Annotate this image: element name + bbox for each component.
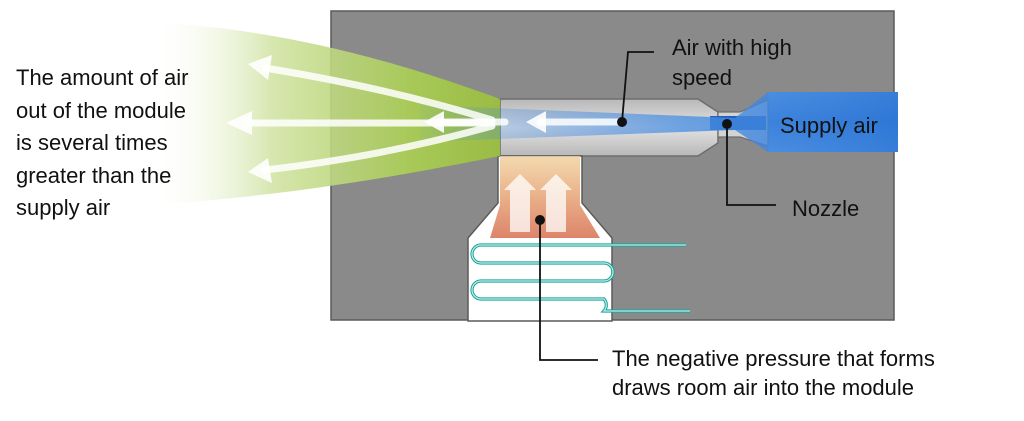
callout-high-speed	[621, 51, 654, 123]
callout-dot-high-speed	[617, 117, 627, 127]
outflow-arrow	[261, 122, 496, 174]
induced-air-arrow	[504, 174, 536, 232]
callout-nozzle	[726, 124, 776, 206]
supply-air-label: Supply air	[780, 113, 878, 138]
heat-exchanger-coil-inner	[471, 244, 690, 312]
outflow-arrowhead	[248, 55, 272, 80]
outflow-arrows	[244, 64, 624, 174]
negative-pressure-label: The negative pressure that forms draws r…	[612, 346, 935, 400]
outflow-arrow	[261, 64, 496, 124]
outflow-arrowhead	[526, 111, 546, 133]
high-speed-jet	[420, 92, 898, 152]
induced-air-arrows	[504, 174, 572, 232]
callout-lines	[539, 51, 776, 361]
induced-air-arrow	[540, 174, 572, 232]
callout-dot-negative-pressure	[535, 215, 545, 225]
nozzle-label: Nozzle	[792, 196, 860, 221]
outflow-arrowheads	[226, 55, 546, 183]
callout-dots	[535, 117, 732, 225]
high-speed-label: Air with high speed	[672, 35, 792, 90]
callout-negative-pressure	[539, 220, 598, 361]
outflow-arrowhead	[248, 158, 272, 183]
callout-dot-nozzle	[722, 119, 732, 129]
outflow-label: The amount of air out of the module is s…	[16, 65, 189, 220]
outflow-arrowhead	[424, 111, 444, 133]
outflow-plume	[150, 22, 500, 205]
outflow-arrowhead	[226, 111, 252, 135]
